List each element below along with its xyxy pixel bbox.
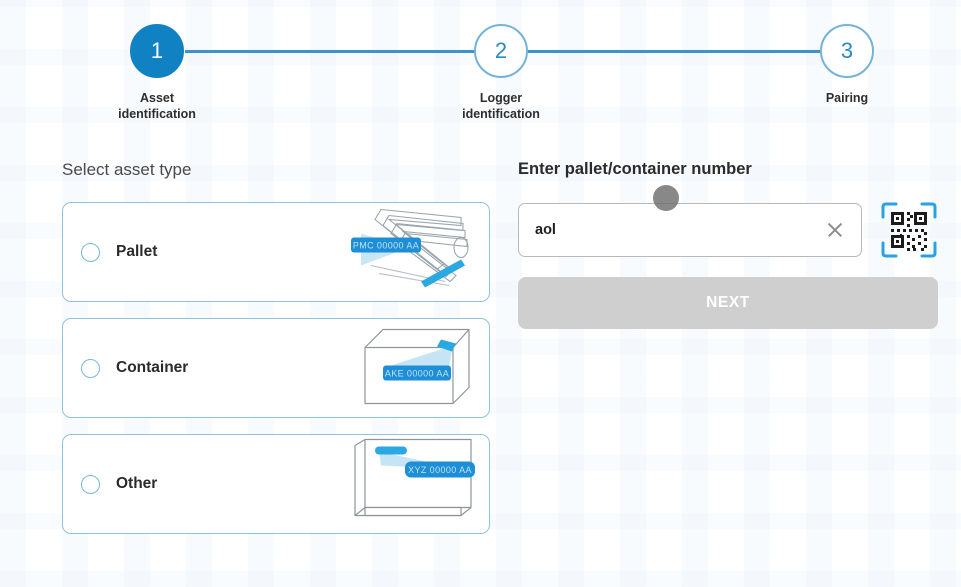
container-illustration: AKE 00000 AA [357, 322, 479, 415]
step-3-label: Pairing [825, 91, 869, 105]
step-3-circle[interactable]: 3 [820, 24, 874, 78]
number-entry-title: Enter pallet/container number [518, 160, 752, 178]
number-entry-section: Enter pallet/container number aol [518, 160, 938, 329]
svg-text:XYZ 00000 AA: XYZ 00000 AA [408, 465, 472, 475]
step-3-number: 3 [840, 38, 854, 63]
radio-container[interactable] [81, 358, 100, 378]
radio-other[interactable] [81, 474, 100, 494]
pallet-tag: PMC 00000 AA [351, 237, 421, 253]
asset-option-other-label: Other [116, 475, 158, 492]
asset-option-pallet[interactable]: Pallet [62, 202, 490, 302]
step-2-circle[interactable]: 2 [474, 24, 528, 78]
number-entry-row: aol [518, 201, 938, 259]
step-1-circle[interactable]: 1 [130, 24, 184, 78]
step-2-number: 2 [494, 38, 508, 63]
asset-option-container-label: Container [116, 359, 189, 376]
qr-code-scan-icon[interactable] [880, 201, 938, 259]
stepper-connector-1-2 [185, 50, 475, 53]
pallet-number-field[interactable]: aol [518, 203, 862, 257]
next-button[interactable]: NEXT [518, 277, 938, 329]
pallet-illustration: PMC 00000 AA [349, 204, 479, 301]
other-tag: XYZ 00000 AA [405, 461, 475, 478]
pallet-number-value[interactable]: aol [535, 222, 556, 238]
step-3-pairing[interactable]: 3 Pairing [787, 24, 907, 106]
asset-option-container[interactable]: Container AKE 00000 AA [62, 318, 490, 418]
other-illustration: XYZ 00000 AA [351, 436, 479, 533]
container-tag: AKE 00000 AA [383, 365, 451, 381]
svg-text:AKE 00000 AA: AKE 00000 AA [385, 369, 449, 379]
svg-text:PMC 00000 AA: PMC 00000 AA [353, 241, 419, 251]
asset-type-section: Select asset type Pallet [62, 160, 490, 550]
asset-type-title: Select asset type [62, 160, 192, 179]
asset-option-other[interactable]: Other XYZ 00000 AA [62, 434, 490, 534]
radio-pallet[interactable] [81, 242, 100, 262]
asset-option-pallet-label: Pallet [116, 243, 158, 260]
stepper-connector-2-3 [528, 50, 820, 53]
step-1-number: 1 [150, 38, 164, 63]
close-icon[interactable] [825, 220, 845, 240]
